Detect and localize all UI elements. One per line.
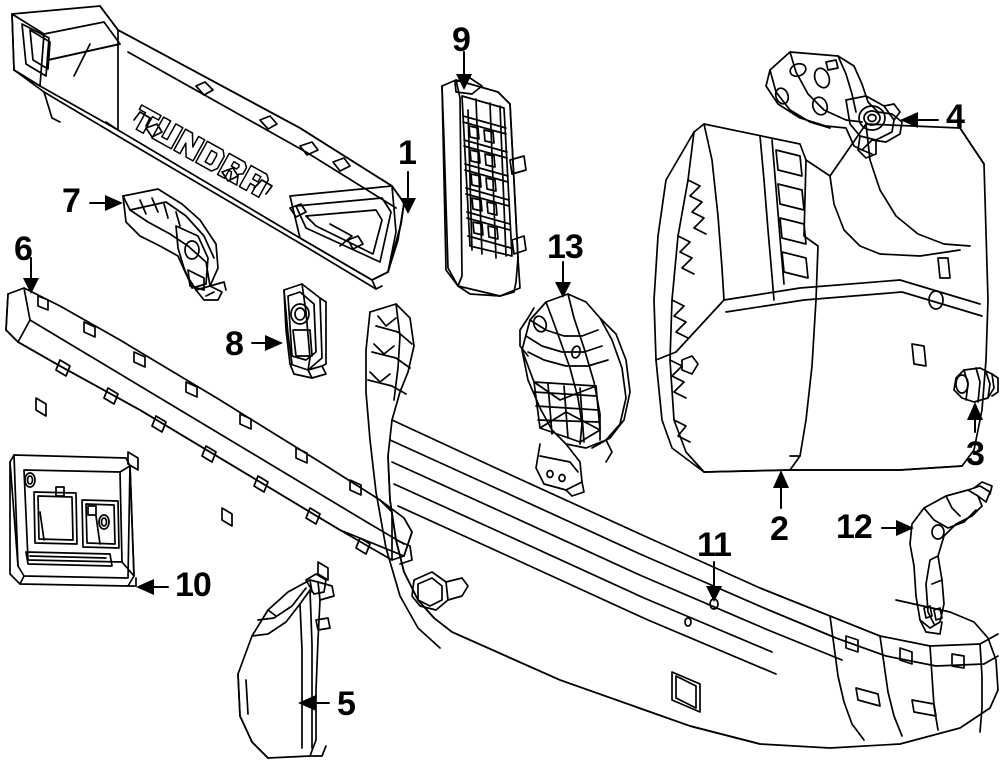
callout-label-8[interactable]: 8 — [225, 325, 244, 363]
callout-label-6[interactable]: 6 — [14, 230, 33, 268]
callout-leaders — [23, 51, 983, 711]
callout-label-4[interactable]: 4 — [946, 98, 965, 136]
part-1-bumper-reinforcement — [11, 5, 405, 290]
callout-label-2[interactable]: 2 — [770, 510, 789, 548]
part-8-mounting-stay — [283, 283, 327, 379]
callout-label-9[interactable]: 9 — [452, 21, 471, 59]
part-9-step-pad-grille — [441, 77, 527, 297]
callout-label-1[interactable]: 1 — [398, 134, 417, 172]
callout-label-13[interactable]: 13 — [547, 228, 584, 266]
part-12-side-arm-bracket — [909, 481, 993, 635]
part-3-retainer-clip — [953, 367, 999, 403]
callout-label-7[interactable]: 7 — [62, 182, 81, 220]
part-6-upper-trim-molding — [5, 287, 413, 581]
callout-label-10[interactable]: 10 — [175, 566, 212, 604]
part-5-lower-valance-side — [237, 573, 335, 759]
callout-label-12[interactable]: 12 — [836, 508, 873, 546]
part-11-bumper-reinforcement-bar — [365, 303, 999, 749]
callout-label-5[interactable]: 5 — [337, 685, 356, 723]
part-2-bumper-side-panel — [653, 123, 989, 473]
callout-label-3[interactable]: 3 — [966, 435, 985, 473]
part-7-side-support-bracket — [122, 188, 227, 301]
part-10-license-plate-bracket — [9, 454, 137, 587]
callout-label-11[interactable]: 11 — [697, 526, 732, 564]
part-13-center-reinforcement-bracket — [519, 293, 631, 497]
part-4-upper-mount-bracket — [765, 51, 903, 159]
